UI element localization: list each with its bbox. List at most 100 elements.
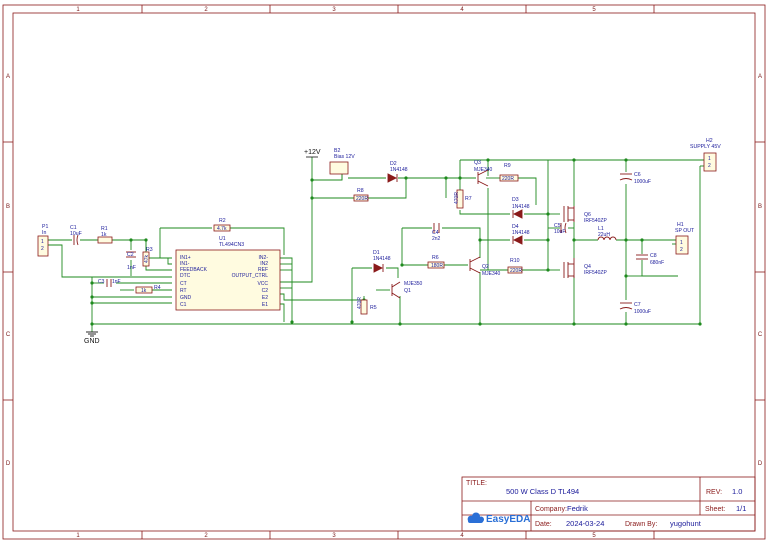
frame-column-labels: 1 2 3 4 5 1 2 3 4 5 — [76, 7, 596, 539]
col-label-bottom-4: 4 — [460, 533, 464, 539]
row-label-left-d: D — [6, 461, 11, 467]
connector-h1-spout[interactable]: H1 SP OUT 1 2 — [675, 222, 695, 255]
connector-h2-supply[interactable]: H2 SUPPLY 45V 1 2 — [690, 138, 721, 172]
sheet-frame — [2, 4, 766, 540]
h2-pin-2: 2 — [708, 163, 711, 169]
capacitor-c5[interactable]: C5 10uF — [554, 222, 567, 235]
p1-pin-1: 1 — [41, 239, 44, 245]
capacitor-c2[interactable]: C2 1nF — [126, 251, 136, 271]
u1-pin-output-ctrl: OUTPUT_CTRL — [232, 273, 269, 279]
drawn-label: Drawn By: — [625, 521, 657, 528]
c7-value: 1000uF — [634, 309, 651, 315]
h2-value: SUPPLY 45V — [690, 144, 721, 150]
c4-ref: C4 — [432, 230, 439, 236]
u1-pin-in2minus: IN2- — [259, 255, 269, 261]
q3-value: MJE340 — [474, 167, 493, 173]
r4-ref: R4 — [154, 285, 161, 291]
d1-value: 1N4148 — [373, 256, 391, 262]
c5-ref: C5 — [554, 223, 561, 229]
u1-pin-gnd: GND — [180, 295, 192, 301]
resistor-r5[interactable]: R5 470R — [357, 297, 377, 315]
logo-text: EasyEDA — [486, 514, 530, 525]
gnd-label: GND — [84, 338, 100, 345]
r3-value: 47k — [144, 254, 150, 263]
capacitor-c4[interactable]: C4 2n2 — [432, 223, 441, 242]
capacitor-c3[interactable]: C3 1nF — [98, 279, 121, 287]
diode-d1[interactable]: D1 1N4148 — [373, 250, 391, 273]
row-label-left-c: C — [6, 332, 11, 338]
r8-value: 220R — [356, 196, 368, 202]
row-label-right-a: A — [758, 74, 762, 80]
c2-ref: C2 — [127, 252, 134, 258]
r4-value: 1k — [141, 288, 147, 294]
r1-value: 1k — [101, 232, 107, 238]
transistor-q3[interactable]: Q3 MJE340 — [474, 160, 493, 187]
u1-pin-e2: E2 — [262, 295, 268, 301]
resistor-r4[interactable]: R4 1k — [135, 285, 161, 294]
resistor-r6[interactable]: R6 180R — [427, 255, 445, 269]
r5-ref: R5 — [370, 305, 377, 311]
company-label: Company: — [535, 506, 567, 513]
r10-value: 220R — [510, 268, 522, 274]
c8-value: 680nF — [650, 260, 664, 266]
mosfet-q6[interactable]: Q6 IRF540ZP — [563, 206, 607, 224]
bias-b2[interactable]: B2 Bias 12V — [329, 148, 355, 175]
capacitor-c1[interactable]: C1 10uF — [70, 225, 82, 246]
resistor-r7[interactable]: R7 470R — [454, 189, 472, 209]
l1-ref: L1 — [598, 226, 604, 232]
h1-pin-1: 1 — [680, 240, 683, 246]
net-vcc12: +12V — [304, 149, 321, 158]
row-label-left-b: B — [6, 204, 10, 210]
c3-ref: C3 — [98, 279, 105, 285]
q4-value: IRF540ZP — [584, 270, 607, 276]
r7-value: 470R — [454, 192, 460, 204]
c7-ref: C7 — [634, 302, 641, 308]
r1-ref: R1 — [101, 226, 108, 232]
c1-value: 10uF — [70, 231, 82, 237]
title-value: 500 W Class D TL494 — [506, 487, 579, 496]
capacitor-c7[interactable]: C7 1000uF — [619, 302, 651, 315]
capacitor-c8[interactable]: C8 680nF — [636, 253, 664, 266]
resistor-r3[interactable]: R3 47k — [142, 247, 153, 267]
sheet-label: Sheet: — [705, 506, 725, 513]
d2-value: 1N4148 — [390, 167, 408, 173]
r10-ref: R10 — [510, 258, 520, 264]
title-block — [461, 476, 756, 532]
q6-value: IRF540ZP — [584, 218, 607, 224]
c5-value: 10uF — [554, 229, 565, 235]
frame-row-labels: A B C D A B C D — [6, 74, 763, 467]
r3-ref: R3 — [146, 247, 153, 253]
connector-p1[interactable]: P1 In 1 2 — [37, 224, 48, 257]
junctions — [90, 158, 702, 326]
p1-ref: P1 — [42, 224, 48, 230]
row-label-right-b: B — [758, 204, 762, 210]
col-label-top-1: 1 — [76, 7, 80, 13]
resistor-r1[interactable]: R1 1k — [97, 226, 113, 244]
resistor-r2[interactable]: R2 4.7k — [213, 218, 231, 232]
col-label-top-4: 4 — [460, 7, 464, 13]
capacitor-c6[interactable]: C6 1000uF — [619, 172, 651, 185]
q1-value: MJE350 — [404, 281, 423, 287]
inductor-l1[interactable]: L1 22uH — [597, 226, 617, 241]
resistor-r9[interactable]: R9 220R — [499, 163, 519, 182]
c4-value: 2n2 — [432, 236, 441, 242]
q4-ref: Q4 — [584, 264, 591, 270]
diode-d2[interactable]: D2 1N4148 — [387, 161, 408, 183]
ground-symbol: GND — [84, 331, 100, 345]
transistor-q2[interactable]: Q2 MJE340 — [469, 256, 501, 277]
q6-ref: Q6 — [584, 212, 591, 218]
transistor-q1[interactable]: MJE350 Q1 — [391, 281, 423, 299]
d3-ref: D3 — [512, 197, 519, 203]
u1-pin-dtc: DTC — [180, 273, 191, 279]
rev-label: REV: — [706, 489, 722, 496]
ic-u1-tl494[interactable]: U1 TL494CN3 IN1+ IN1- FEEDBACK DTC CT RT… — [175, 236, 281, 311]
u1-ref: U1 — [219, 236, 226, 242]
resistor-r8[interactable]: R8 220R — [353, 188, 369, 202]
resistor-r10[interactable]: R10 220R — [507, 258, 523, 274]
diode-d4[interactable]: D4 1N4148 — [512, 224, 530, 245]
diode-d3[interactable]: D3 1N4148 — [512, 197, 530, 219]
mosfet-q4[interactable]: Q4 IRF540ZP — [563, 258, 607, 278]
c3-value: 1nF — [112, 279, 121, 285]
col-label-bottom-3: 3 — [332, 533, 336, 539]
